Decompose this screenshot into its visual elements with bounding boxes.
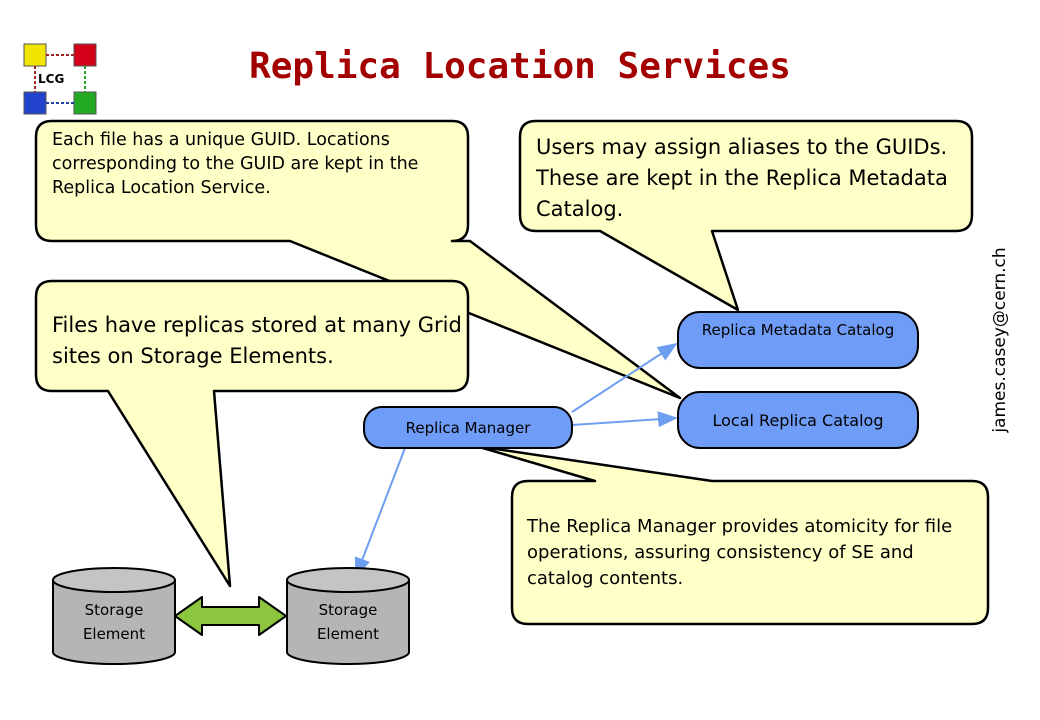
callout-aliases-text: Users may assign aliases to the GUIDs. T… [536,135,948,221]
callout-guid [34,119,682,400]
arrow-manager-to-metadata [571,342,678,413]
node-replica-metadata-catalog[interactable] [677,311,919,369]
arrow-manager-to-lrc [571,411,678,428]
node-replica-manager[interactable] [363,406,573,449]
lcg-logo-icon [23,43,97,115]
author-email: james.casey@cern.ch [990,247,1010,433]
callout-manager-text: The Replica Manager provides atomicity f… [527,516,953,589]
storage-element-1-label: Storage Element [82,601,146,643]
callout-replicas [34,279,470,588]
callout-guid-text: Each file has a unique GUID. Locations c… [52,130,419,198]
node-local-replica-catalog[interactable] [677,391,919,449]
storage-element-2-icon[interactable] [286,567,410,665]
callout-manager [474,444,990,626]
double-arrow-icon [174,596,287,636]
callout-aliases [518,119,974,312]
node-replica-metadata-catalog-label: Replica Metadata Catalog [701,321,895,339]
page-title: Replica Location Services [249,46,791,87]
logo-label: LCG [38,72,65,86]
node-local-replica-catalog-label: Local Replica Catalog [712,411,884,430]
storage-element-2-label: Storage Element [316,601,380,643]
node-replica-manager-label: Replica Manager [405,419,531,437]
storage-element-1-icon[interactable] [52,567,176,665]
arrow-manager-to-se [354,447,406,578]
callout-replicas-text: Files have replicas stored at many Grid … [52,313,462,368]
